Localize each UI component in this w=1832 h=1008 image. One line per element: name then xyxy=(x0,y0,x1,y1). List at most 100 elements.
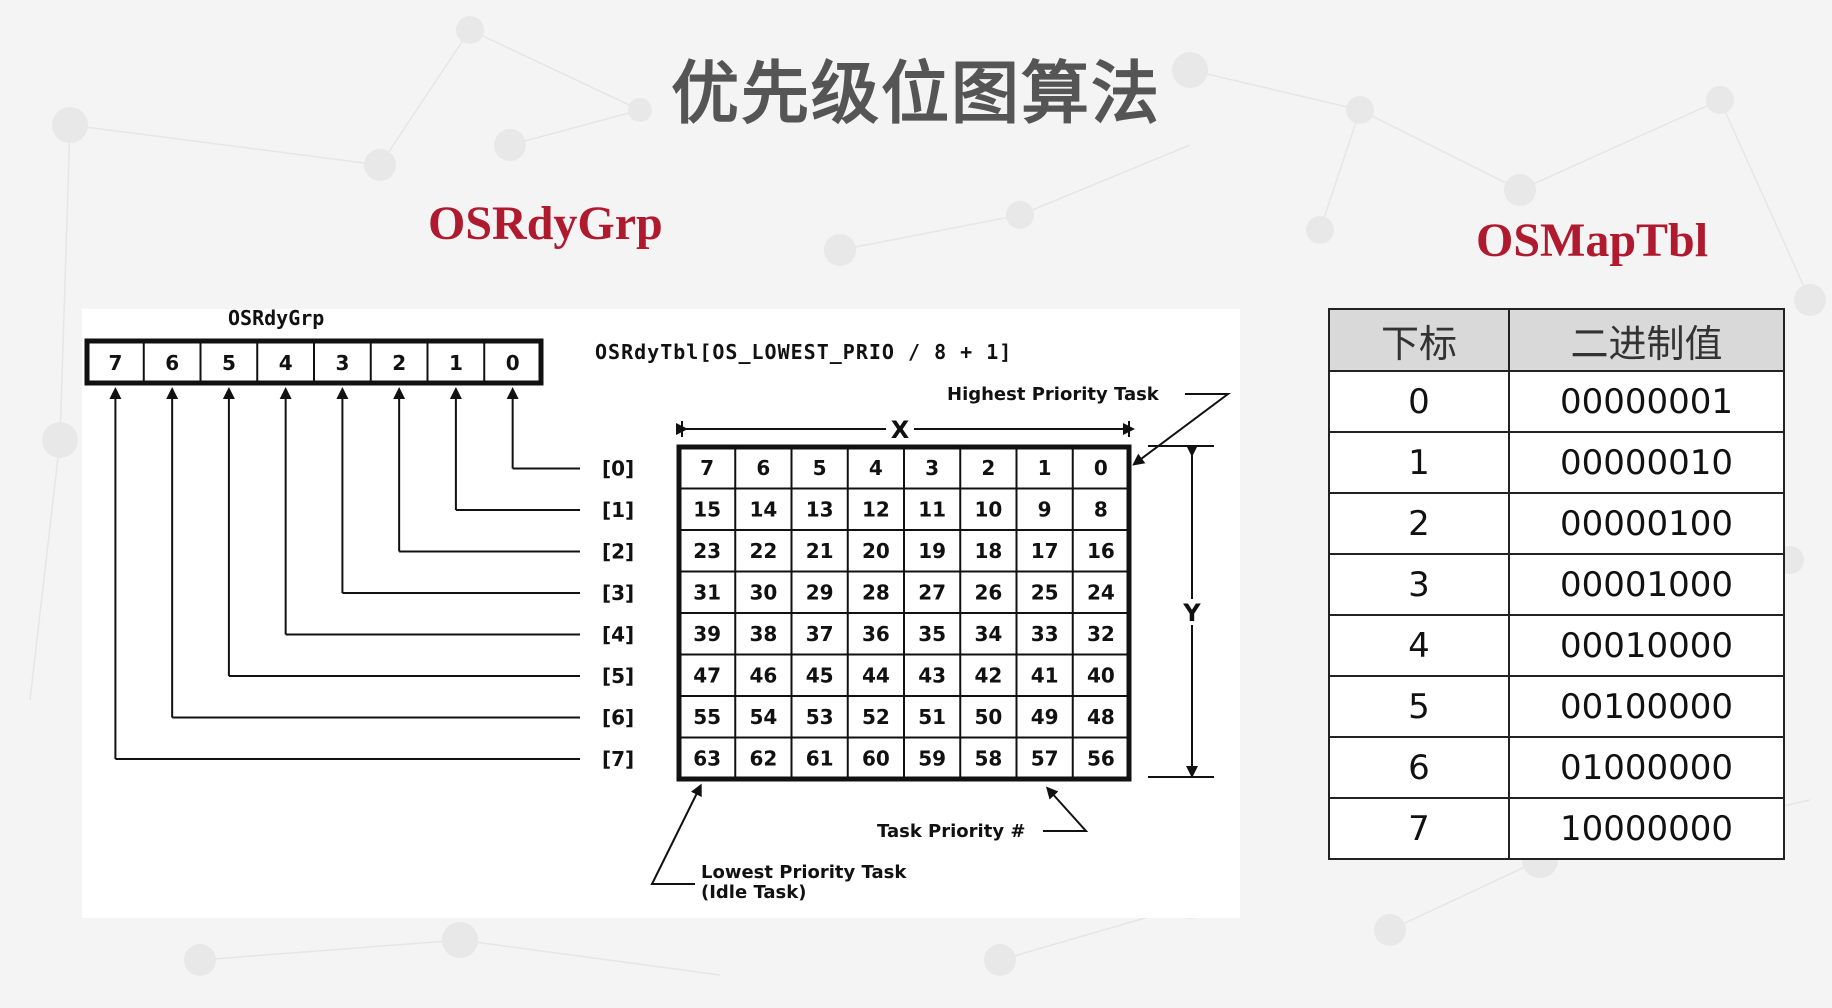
binary-value-cell: 00000001 xyxy=(1508,370,1785,433)
priority-cell: 49 xyxy=(1031,705,1059,729)
binary-value-cell: 10000000 xyxy=(1508,797,1785,860)
y-label: Y xyxy=(1182,599,1201,627)
index-cell: 3 xyxy=(1328,553,1510,616)
row-index-label: [4] xyxy=(602,623,634,647)
table-header-row: 下标 二进制值 xyxy=(1328,308,1785,372)
row-index-label: [3] xyxy=(602,581,634,605)
priority-cell: 26 xyxy=(974,581,1002,605)
priority-cell: 44 xyxy=(862,664,890,688)
priority-cell: 42 xyxy=(974,664,1002,688)
priority-cell: 55 xyxy=(693,705,721,729)
priority-cell: 33 xyxy=(1031,622,1059,646)
priority-cell: 30 xyxy=(749,581,777,605)
priority-cell: 35 xyxy=(918,622,946,646)
priority-cell: 61 xyxy=(806,747,834,771)
priority-cell: 41 xyxy=(1031,664,1059,688)
priority-cell: 13 xyxy=(806,498,834,522)
priority-cell: 15 xyxy=(693,498,721,522)
priority-cell: 0 xyxy=(1094,456,1108,480)
x-label: X xyxy=(891,416,910,444)
priority-cell: 38 xyxy=(749,622,777,646)
priority-cell: 14 xyxy=(749,498,777,522)
priority-cell: 62 xyxy=(749,747,777,771)
index-cell: 7 xyxy=(1328,797,1510,860)
index-cell: 4 xyxy=(1328,614,1510,677)
priority-cell: 17 xyxy=(1031,539,1059,563)
column-header-index: 下标 xyxy=(1328,308,1510,372)
priority-cell: 22 xyxy=(749,539,777,563)
priority-cell: 25 xyxy=(1031,581,1059,605)
binary-value-cell: 00001000 xyxy=(1508,553,1785,616)
osrdygrp-heading: OSRdyGrp xyxy=(428,197,663,250)
task-priority-leader xyxy=(1043,786,1089,832)
row-index-label: [7] xyxy=(602,747,634,771)
index-cell: 0 xyxy=(1328,370,1510,433)
priority-cell: 24 xyxy=(1087,581,1115,605)
row-index-label: [2] xyxy=(602,540,634,564)
priority-cell: 53 xyxy=(806,705,834,729)
priority-cell: 37 xyxy=(806,622,834,646)
priority-cell: 21 xyxy=(806,539,834,563)
osrdygrp-bit: 2 xyxy=(392,351,406,375)
osrdygrp-label: OSRdyGrp xyxy=(228,309,324,330)
priority-cell: 60 xyxy=(862,747,890,771)
priority-cell: 43 xyxy=(918,664,946,688)
osrdygrp-bit: 0 xyxy=(506,351,520,375)
highest-priority-label: Highest Priority Task xyxy=(947,384,1160,405)
index-cell: 5 xyxy=(1328,675,1510,738)
priority-cell: 23 xyxy=(693,539,721,563)
priority-cell: 19 xyxy=(918,539,946,563)
priority-cell: 50 xyxy=(974,705,1002,729)
priority-cell: 45 xyxy=(806,664,834,688)
priority-cell: 9 xyxy=(1038,498,1052,522)
binary-value-cell: 00000010 xyxy=(1508,431,1785,494)
priority-cell: 58 xyxy=(974,747,1002,771)
priority-cell: 4 xyxy=(869,456,883,480)
osrdygrp-bit: 4 xyxy=(279,351,293,375)
osrdygrp-bit: 5 xyxy=(222,351,236,375)
priority-cell: 39 xyxy=(693,622,721,646)
priority-cell: 3 xyxy=(925,456,939,480)
priority-cell: 57 xyxy=(1031,747,1059,771)
index-cell: 2 xyxy=(1328,492,1510,555)
priority-cell: 29 xyxy=(806,581,834,605)
priority-cell: 34 xyxy=(974,622,1002,646)
priority-cell: 36 xyxy=(862,622,890,646)
priority-cell: 7 xyxy=(700,456,714,480)
highest-priority-leader xyxy=(1132,393,1232,466)
osrdygrp-bit: 3 xyxy=(335,351,349,375)
priority-cell: 46 xyxy=(749,664,777,688)
priority-cell: 31 xyxy=(693,581,721,605)
priority-cell: 48 xyxy=(1087,705,1115,729)
priority-cell: 51 xyxy=(918,705,946,729)
row-index-label: [1] xyxy=(602,498,634,522)
priority-cell: 8 xyxy=(1094,498,1108,522)
idle-task-label: (Idle Task) xyxy=(701,882,806,903)
priority-cell: 10 xyxy=(974,498,1002,522)
priority-cell: 18 xyxy=(974,539,1002,563)
priority-cell: 28 xyxy=(862,581,890,605)
priority-cell: 56 xyxy=(1087,747,1115,771)
priority-cell: 5 xyxy=(813,456,827,480)
page-title: 优先级位图算法 xyxy=(670,55,1161,134)
osrdytbl-label: OSRdyTbl[OS_LOWEST_PRIO / 8 + 1] xyxy=(595,340,1012,364)
priority-cell: 47 xyxy=(693,664,721,688)
index-cell: 1 xyxy=(1328,431,1510,494)
priority-cell: 40 xyxy=(1087,664,1115,688)
column-header-binary: 二进制值 xyxy=(1508,308,1785,372)
row-index-label: [6] xyxy=(602,706,634,730)
priority-cell: 27 xyxy=(918,581,946,605)
priority-cell: 54 xyxy=(749,705,777,729)
